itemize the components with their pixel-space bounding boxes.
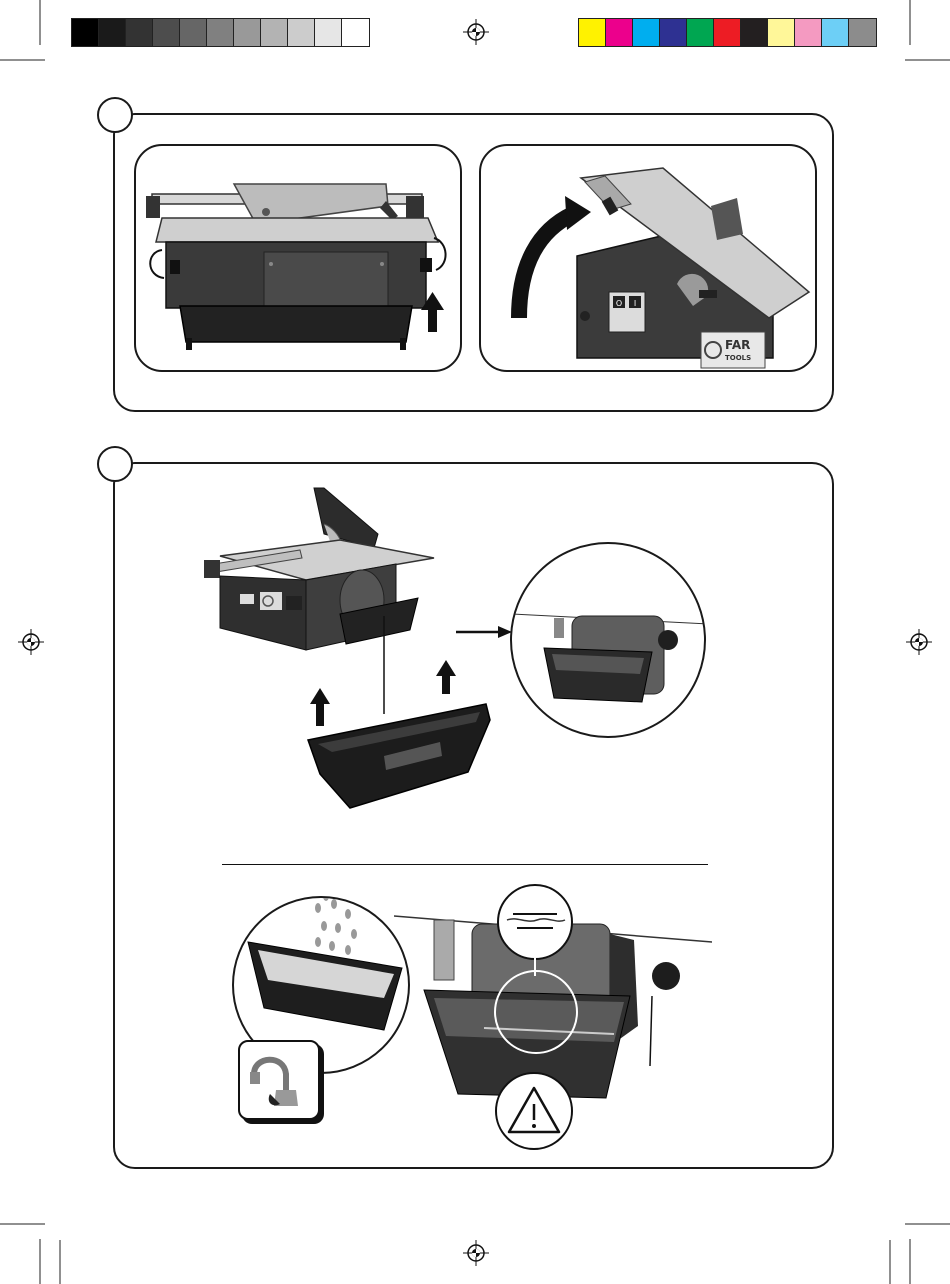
warning-triangle-icon <box>495 1072 573 1150</box>
registration-mark-icon <box>18 629 44 655</box>
tile-saw-tilted-illustration: O I FAR TOOLS <box>481 146 817 372</box>
arrow-up-icon <box>436 660 456 694</box>
water-level-icon <box>497 884 573 960</box>
arrow-right-icon <box>456 624 512 640</box>
brand-logo-bottom: TOOLS <box>725 354 751 362</box>
arrow-up-icon <box>310 688 330 726</box>
switch-on-symbol: I <box>634 299 636 308</box>
tray-insertion-illustration <box>190 484 510 814</box>
tile-saw-front-illustration <box>136 146 462 372</box>
step-number-circle-1 <box>97 97 133 133</box>
frame-saw-front <box>134 144 462 372</box>
registration-mark-icon <box>906 629 932 655</box>
frame-saw-tilted: O I FAR TOOLS <box>479 144 817 372</box>
switch-off-symbol: O <box>616 299 622 308</box>
registration-mark-icon <box>463 19 489 45</box>
brand-logo-top: FAR <box>725 338 750 352</box>
registration-mark-icon <box>463 1240 489 1266</box>
section-divider <box>222 864 708 865</box>
tray-highlight-ring <box>494 970 578 1054</box>
zoom-detail-tray-fitted <box>510 542 706 738</box>
step-number-circle-2 <box>97 446 133 482</box>
water-tap-icon <box>238 1040 320 1120</box>
